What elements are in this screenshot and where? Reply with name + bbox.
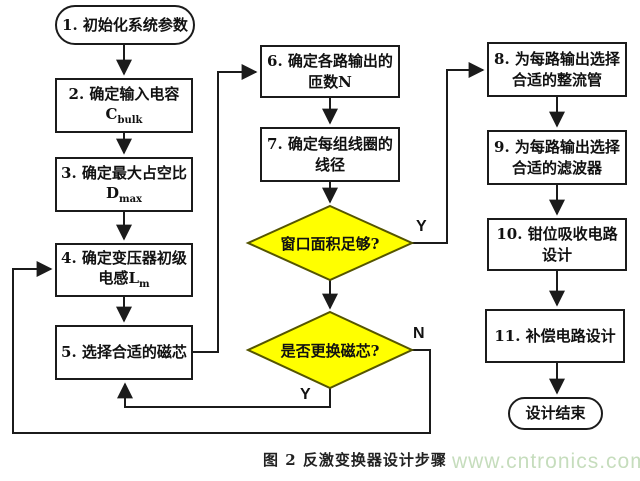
step-3-max-duty-cycle: 3. 确定最大占空比 Dmax <box>55 157 193 212</box>
figure-caption: 图 2 反激变换器设计步骤 <box>263 451 447 469</box>
step-7-wire-diameter: 7. 确定每组线圈的 线径 <box>260 127 400 182</box>
decision-change-core-label: 是否更换磁芯? <box>280 341 380 360</box>
step-4-symbol-subscript: m <box>138 279 150 291</box>
start-node-label: 1. 初始化系统参数 <box>62 15 188 34</box>
step-4-symbol: L <box>128 269 139 288</box>
step-6-line2: 匝数N <box>308 72 352 91</box>
step-5-line1: 5. 选择合适的磁芯 <box>61 343 187 362</box>
decision-window-area-shape <box>245 204 415 282</box>
watermark: www.cntronics.com <box>452 450 640 473</box>
step-3-line2: Dmax <box>106 183 142 207</box>
decision-window-area-label: 窗口面积足够? <box>280 234 380 253</box>
step-4-primary-inductance: 4. 确定变压器初级 电感Lm <box>55 243 193 297</box>
step-10-line2: 设计 <box>541 245 572 264</box>
step-2-line1: 2. 确定输入电容 <box>68 84 180 103</box>
edge-d1-yes-to-s8 <box>412 62 485 244</box>
step-2-symbol: C <box>105 104 118 123</box>
step-2-line2: Cbulk <box>106 104 143 128</box>
step-7-line1: 7. 确定每组线圈的 <box>267 135 393 154</box>
step-7-line2: 线径 <box>314 155 345 174</box>
decision-change-core-shape <box>245 310 415 390</box>
step-8-line1: 8. 为每路输出选择 <box>494 50 620 69</box>
decision1-yes-label: Y <box>416 218 427 235</box>
decision2-yes-label: Y <box>300 386 311 403</box>
step-11-line1: 11. 补偿电路设计 <box>494 326 616 345</box>
step-3-symbol: D <box>105 183 119 202</box>
edge-d2-yes-to-s5 <box>117 382 331 408</box>
step-9-select-filter: 9. 为每路输出选择 合适的滤波器 <box>487 130 627 185</box>
step-2-symbol-subscript: bulk <box>117 114 143 126</box>
step-6-line1: 6. 确定各路输出的 <box>267 52 393 71</box>
step-10-clamp-snubber: 10. 钳位吸收电路 设计 <box>487 218 627 271</box>
step-8-line2: 合适的整流管 <box>511 70 602 89</box>
edge-s5-to-s6 <box>193 64 258 353</box>
step-3-symbol-subscript: max <box>118 193 143 205</box>
end-node-label: 设计结束 <box>525 404 586 423</box>
step-3-line1: 3. 确定最大占空比 <box>61 163 187 182</box>
step-9-line1: 9. 为每路输出选择 <box>494 138 620 157</box>
step-5-select-core: 5. 选择合适的磁芯 <box>55 325 193 380</box>
step-8-select-rectifier: 8. 为每路输出选择 合适的整流管 <box>487 42 627 97</box>
edge-d2-no-to-s4 <box>12 261 431 434</box>
step-4-line2: 电感Lm <box>98 268 149 292</box>
step-4-line1: 4. 确定变压器初级 <box>61 249 187 268</box>
step-9-line2: 合适的滤波器 <box>511 158 602 177</box>
decision2-no-label: N <box>413 325 425 342</box>
start-node: 1. 初始化系统参数 <box>55 5 195 45</box>
end-node: 设计结束 <box>508 397 603 430</box>
step-11-compensation: 11. 补偿电路设计 <box>485 309 625 363</box>
step-10-line1: 10. 钳位吸收电路 <box>496 225 618 244</box>
step-4-line2-text: 电感 <box>98 269 129 288</box>
step-2-input-capacitor: 2. 确定输入电容 Cbulk <box>55 78 193 133</box>
step-6-output-turns: 6. 确定各路输出的 匝数N <box>260 45 400 98</box>
